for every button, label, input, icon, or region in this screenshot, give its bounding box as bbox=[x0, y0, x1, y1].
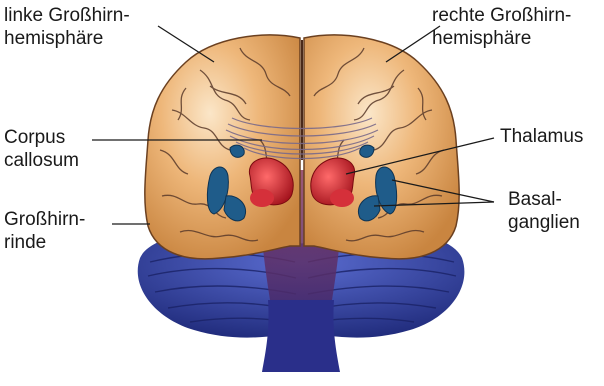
label-basal-ganglia-line2: ganglien bbox=[508, 211, 580, 234]
right-hemisphere bbox=[304, 35, 459, 259]
left-hemisphere bbox=[145, 35, 300, 259]
label-thalamus: Thalamus bbox=[500, 125, 583, 148]
label-left-hemisphere-line1: linke Großhirn- bbox=[4, 4, 130, 27]
label-cortex-line1: Großhirn- bbox=[4, 208, 85, 231]
label-thalamus-line1: Thalamus bbox=[500, 125, 583, 148]
label-corpus-callosum-line2: callosum bbox=[4, 149, 79, 172]
label-right-hemisphere: rechte Großhirn- hemisphäre bbox=[432, 4, 571, 50]
label-right-hemisphere-line1: rechte Großhirn- bbox=[432, 4, 571, 27]
label-cortex-line2: rinde bbox=[4, 231, 85, 254]
leader-left-hemisphere bbox=[158, 26, 214, 62]
label-basal-ganglia-line1: Basal- bbox=[508, 188, 580, 211]
label-cortex: Großhirn- rinde bbox=[4, 208, 85, 254]
label-right-hemisphere-line2: hemisphäre bbox=[432, 27, 571, 50]
label-basal-ganglia: Basal- ganglien bbox=[508, 188, 580, 234]
label-left-hemisphere: linke Großhirn- hemisphäre bbox=[4, 4, 130, 50]
label-corpus-callosum-line1: Corpus bbox=[4, 126, 79, 149]
label-left-hemisphere-line2: hemisphäre bbox=[4, 27, 130, 50]
label-corpus-callosum: Corpus callosum bbox=[4, 126, 79, 172]
